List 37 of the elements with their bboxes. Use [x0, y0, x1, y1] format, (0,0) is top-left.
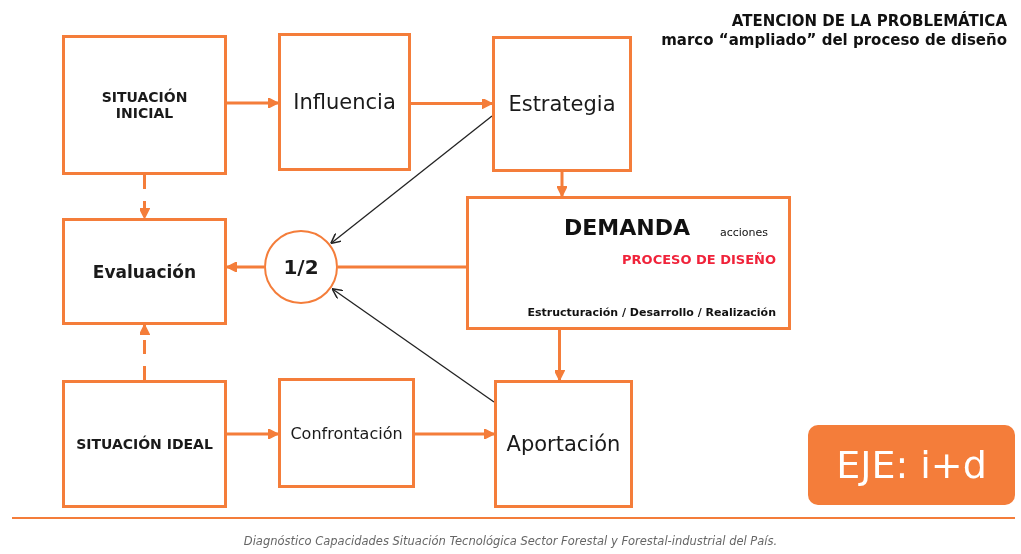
arrow	[553, 330, 566, 381]
node-text: SITUACIÓN INICIAL	[100, 89, 189, 121]
node-text: SITUACIÓN IDEAL	[75, 436, 214, 452]
process-box	[62, 218, 227, 325]
title: ATENCION DE LA PROBLEMÁTICA	[730, 12, 1007, 30]
arrow	[227, 97, 279, 109]
node-text: Estrategia	[507, 92, 617, 116]
arrow	[556, 172, 568, 197]
dashed-arrow	[138, 175, 151, 219]
arrow	[331, 288, 495, 403]
process-box	[62, 35, 227, 175]
subtitle: marco “ampliado” del proceso de diseño	[660, 30, 1007, 51]
process-box	[466, 196, 791, 330]
node-text: PROCESO DE DISEÑO	[622, 252, 776, 267]
node-text: Estructuración / Desarrollo / Realización	[527, 306, 776, 319]
node-text: Confrontación	[289, 423, 404, 443]
arrow	[330, 115, 493, 245]
node-text: acciones	[719, 226, 768, 239]
node-text: Aportación	[505, 432, 622, 456]
process-box	[278, 378, 415, 488]
arrow	[226, 261, 264, 273]
node-text: EJE: i+d	[835, 443, 988, 487]
arrow	[415, 428, 495, 440]
caption: Diagnóstico Capacidades Situación Tecnológica Sector Forestal y Forestal-industrial del País.	[242, 534, 779, 548]
node-text: 1/2	[282, 255, 320, 279]
process-box	[494, 380, 633, 508]
process-box	[278, 33, 411, 171]
connector-line	[338, 265, 466, 269]
arrow	[411, 97, 493, 110]
node-text: DEMANDA	[564, 215, 690, 240]
arrow	[227, 428, 279, 440]
node-text: Evaluación	[91, 261, 198, 282]
dashed-arrow	[138, 324, 151, 380]
node-text: Influencia	[292, 90, 397, 114]
process-box	[492, 36, 632, 172]
badge-panel	[808, 425, 1015, 505]
process-box	[62, 380, 227, 508]
